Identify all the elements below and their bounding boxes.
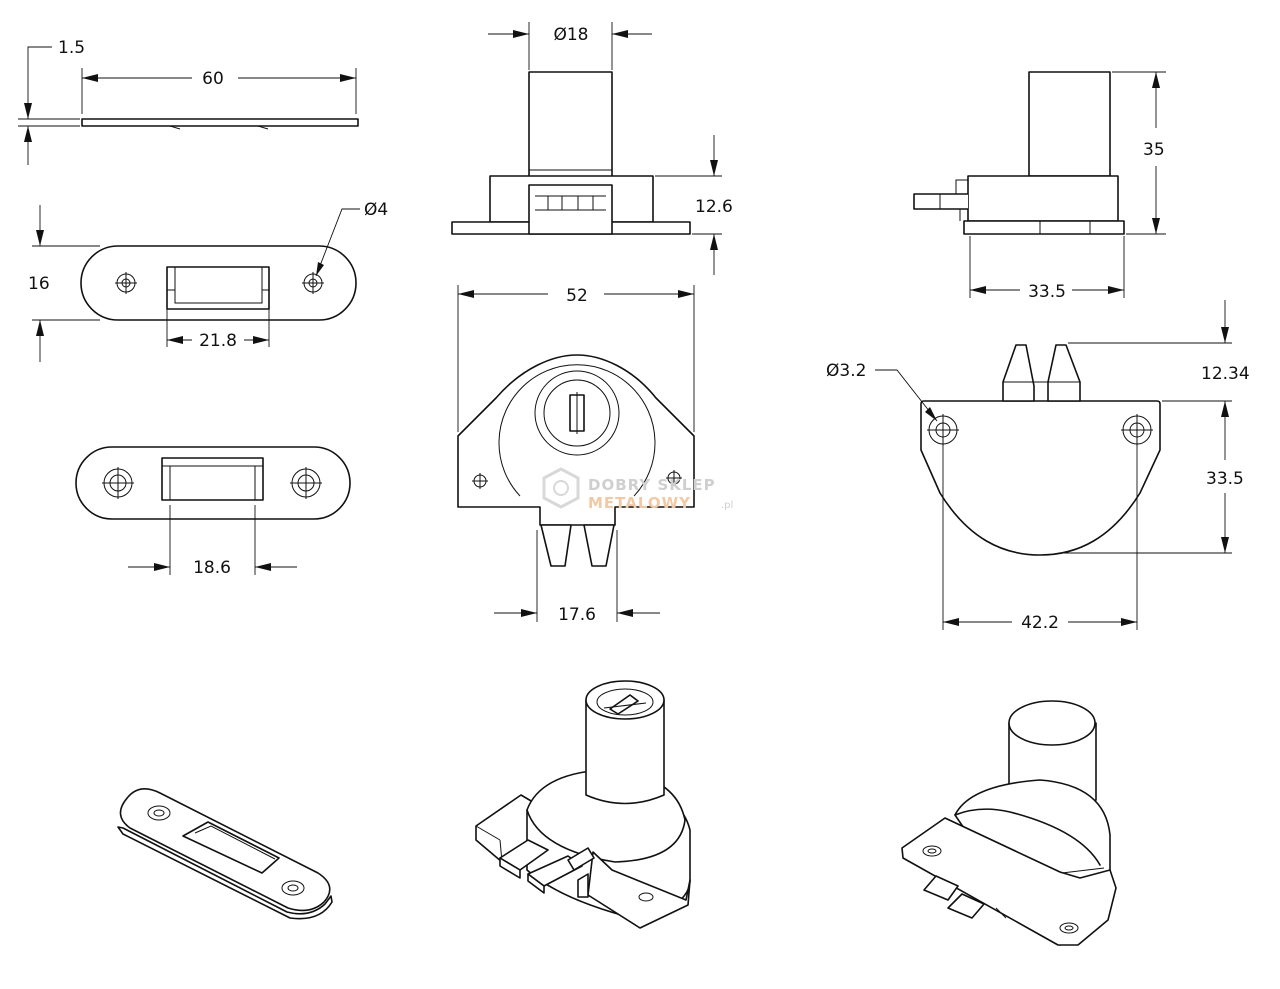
dim-strike-hole: Ø4 bbox=[364, 200, 388, 220]
strike-plate-isometric bbox=[117, 788, 333, 920]
dim-strike-thickness: 1.5 bbox=[58, 38, 85, 58]
dim-base-height: 12.6 bbox=[695, 197, 733, 217]
dim-cylinder-diameter: Ø18 bbox=[553, 25, 588, 45]
lock-front-view bbox=[451, 22, 722, 275]
dim-mount-hole: Ø3.2 bbox=[826, 361, 866, 381]
strike-plate-top-view bbox=[32, 205, 360, 362]
watermark-line1: DOBRY SKLEP bbox=[588, 476, 716, 494]
watermark-logo bbox=[542, 467, 580, 509]
dim-total-height: 35 bbox=[1143, 140, 1165, 160]
dim-hole-spacing: 42.2 bbox=[1021, 613, 1059, 633]
strike-plate-bottom-view bbox=[75, 446, 351, 575]
dim-strike-width: 16 bbox=[28, 274, 50, 294]
dim-strike-slot-b: 18.6 bbox=[193, 558, 231, 578]
dim-body-width: 52 bbox=[566, 286, 588, 306]
watermark-suffix: .pl bbox=[721, 500, 733, 511]
dim-side-depth: 33.5 bbox=[1028, 282, 1066, 302]
lock-bottom-view bbox=[457, 285, 695, 622]
dim-body-depth: 33.5 bbox=[1206, 469, 1244, 489]
dim-tongue-height: 12.34 bbox=[1201, 364, 1250, 384]
dim-strike-slot-a: 21.8 bbox=[199, 331, 237, 351]
dim-tongue-spacing: 17.6 bbox=[558, 605, 596, 625]
lock-isometric-rear bbox=[901, 700, 1117, 946]
strike-plate-side-view bbox=[18, 46, 359, 165]
lock-isometric-front bbox=[475, 680, 691, 929]
lock-side-view bbox=[913, 71, 1166, 298]
lock-top-view bbox=[875, 300, 1232, 630]
watermark-line2: METALOWY bbox=[588, 494, 691, 512]
dim-strike-length: 60 bbox=[202, 69, 224, 89]
